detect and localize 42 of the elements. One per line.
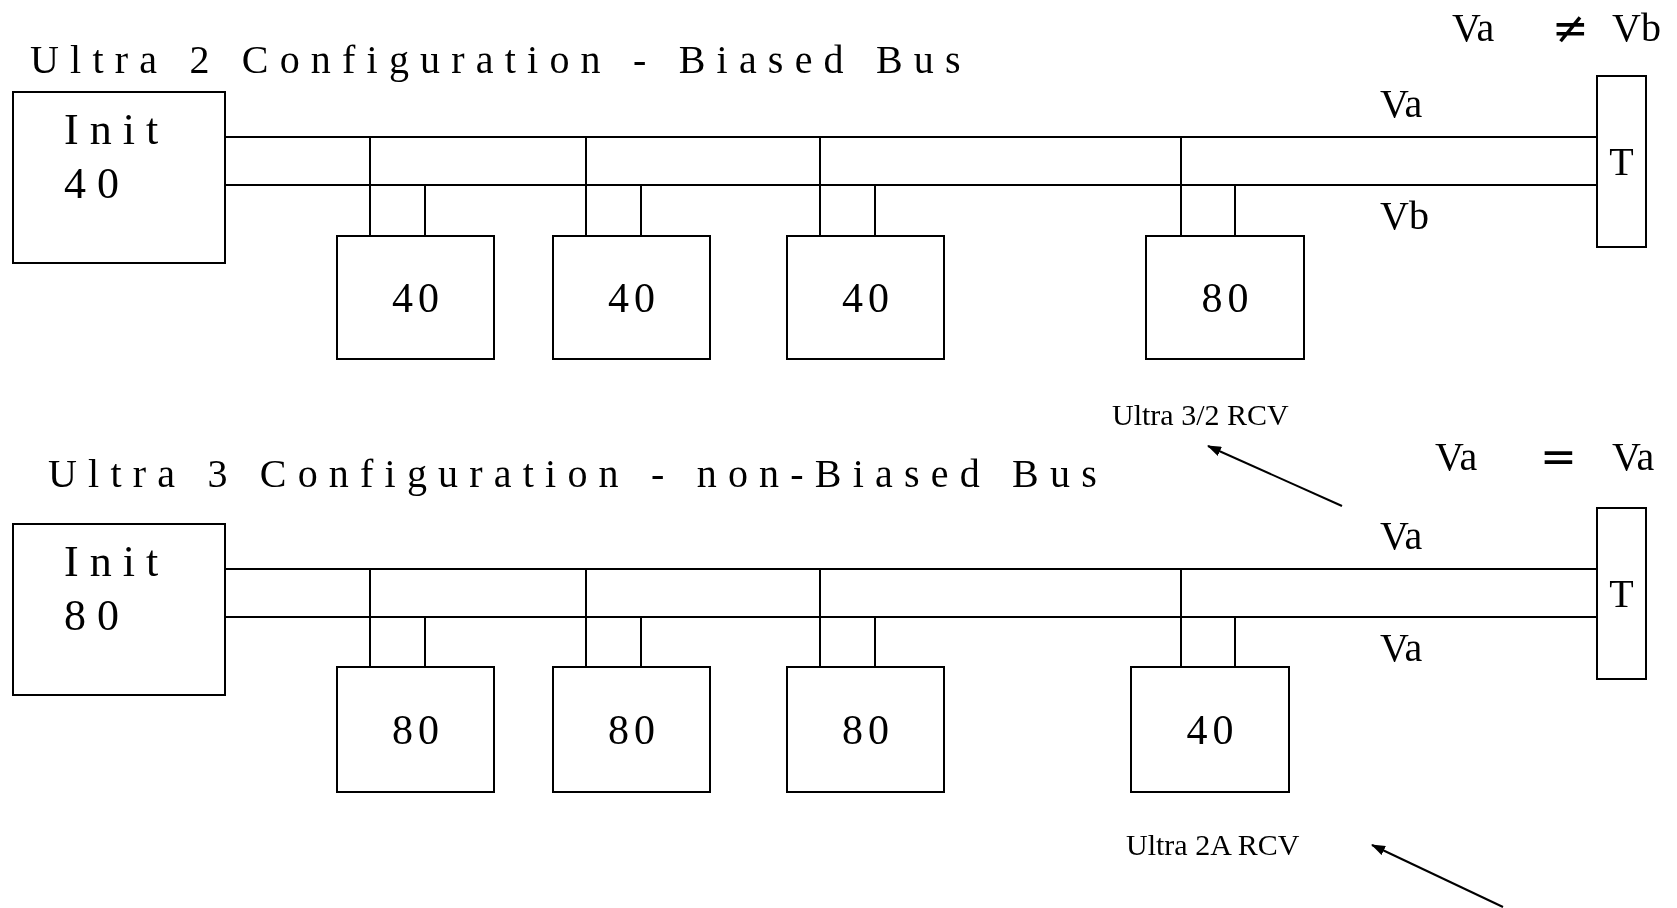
box-label: 80 <box>840 705 895 754</box>
voltage-label: Va <box>1452 4 1495 52</box>
box-label: 40 <box>606 273 661 322</box>
voltage-label: Vb <box>1612 4 1661 52</box>
box-label: T <box>1609 138 1634 185</box>
receiver-label: Ultra 2A RCV <box>1126 828 1300 862</box>
voltage-label: Va <box>1612 433 1655 481</box>
box-label: T <box>1609 570 1634 617</box>
receiver-label: Ultra 3/2 RCV <box>1112 398 1289 432</box>
device-box <box>1130 666 1290 793</box>
box-label: 80 <box>64 591 130 641</box>
box-label: 40 <box>64 159 130 209</box>
voltage-label: Va <box>1435 433 1478 481</box>
voltage-label: Vb <box>1380 192 1429 240</box>
box-label: 40 <box>1185 705 1239 754</box>
equal-sign: = <box>1540 433 1577 481</box>
device-box <box>1145 235 1305 360</box>
section-title: Ultra 2 Configuration - Biased Bus <box>30 36 972 84</box>
voltage-label: Va <box>1380 80 1423 128</box>
box-label: 80 <box>1200 273 1254 322</box>
arrow <box>1207 445 1343 507</box>
voltage-label: Va <box>1380 512 1423 560</box>
device-box <box>336 235 495 360</box>
box-label: Init <box>64 537 170 587</box>
not-equal-sign: ≠ <box>1552 4 1589 52</box>
arrow <box>1371 844 1504 908</box>
device-box <box>786 235 945 360</box>
device-box <box>786 666 945 793</box>
device-box <box>552 666 711 793</box>
terminator-box <box>1596 75 1647 248</box>
initiator-box <box>12 91 226 264</box>
box-label: 80 <box>606 705 661 754</box>
device-box <box>552 235 711 360</box>
box-label: 80 <box>390 705 445 754</box>
box-label: 40 <box>840 273 895 322</box>
section-title: Ultra 3 Configuration - non-Biased Bus <box>48 450 1108 498</box>
voltage-label: Va <box>1380 624 1423 672</box>
device-box <box>336 666 495 793</box>
box-label: Init <box>64 105 170 155</box>
terminator-box <box>1596 507 1647 680</box>
initiator-box <box>12 523 226 696</box>
box-label: 40 <box>390 273 445 322</box>
